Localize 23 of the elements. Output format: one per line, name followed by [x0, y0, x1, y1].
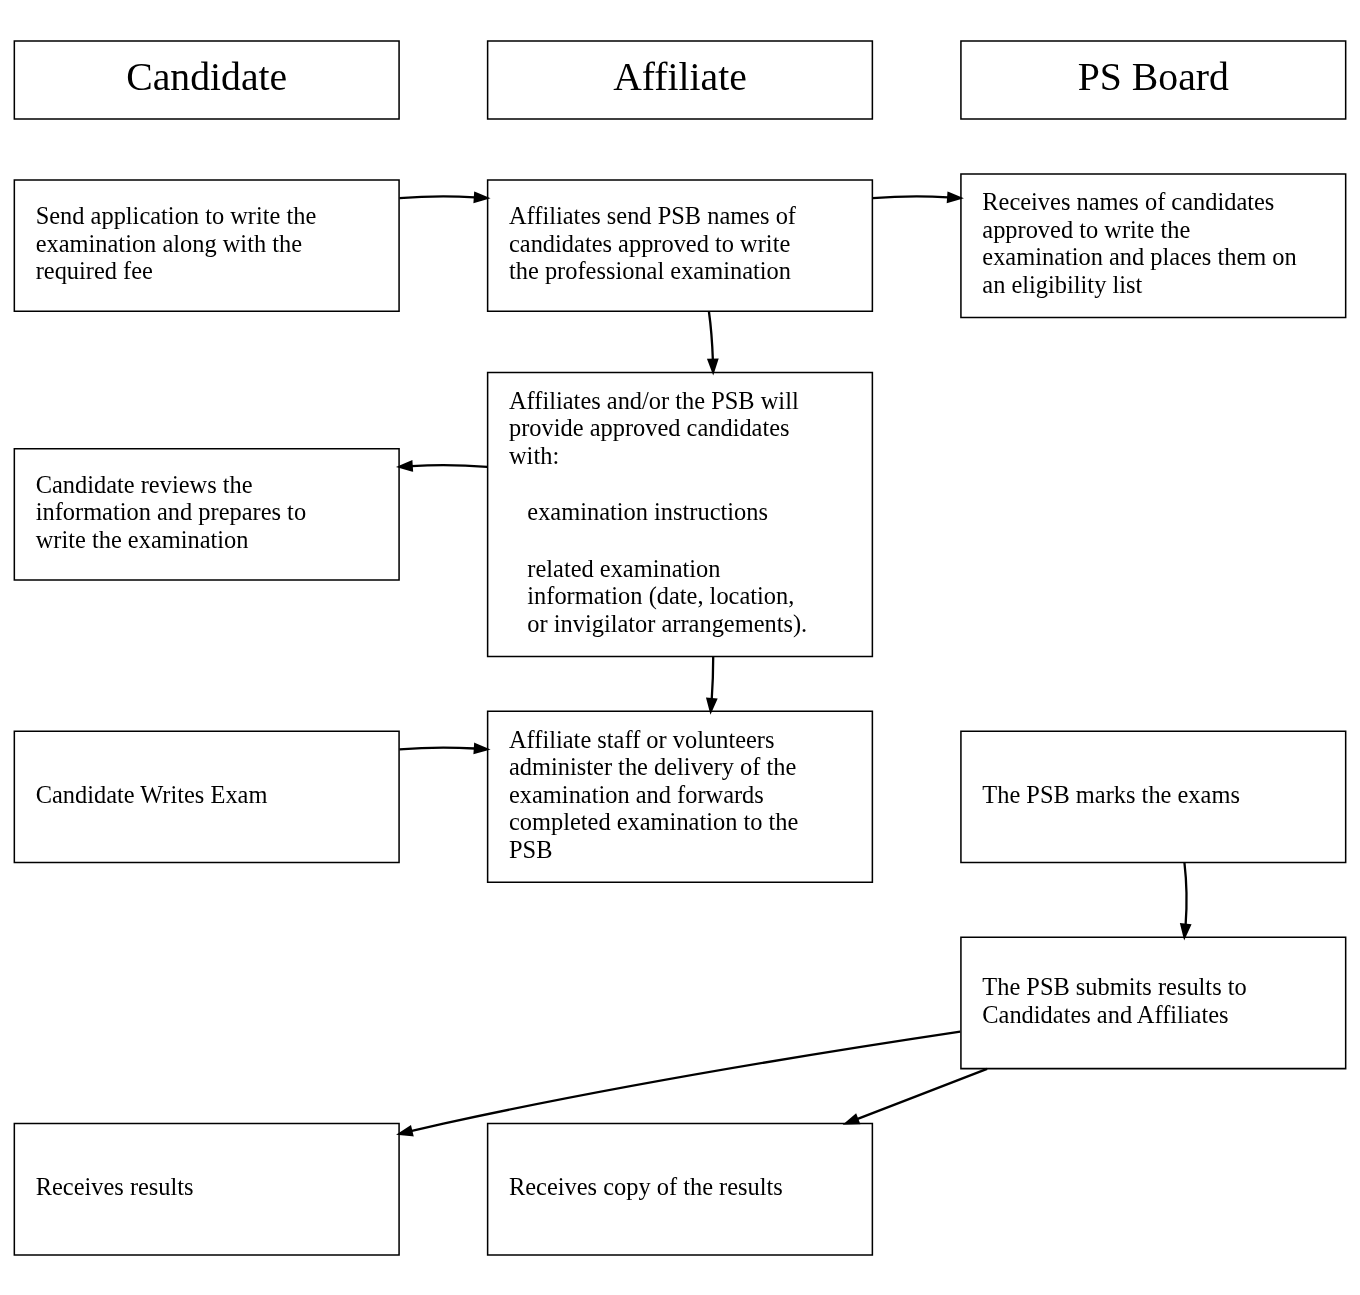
node-box: Affiliate staff or volunteers administer the delivery of the examination and forwards completed examination to the PSB: [486, 710, 874, 883]
node-box: Affiliates and/or the PSB will provide approved candidates with: examination instructions related examination information (date, location, or invigilator arrangements).: [486, 371, 874, 657]
node-box: Affiliate: [486, 39, 874, 120]
node-box: Receives names of candidates approved to write the examination and places them on an eligibility list: [960, 172, 1347, 318]
node-box: The PSB submits results to Candidates and Affiliates: [960, 936, 1347, 1069]
arrow: [1179, 862, 1192, 940]
arrow: [872, 190, 964, 203]
node-box: Affiliates send PSB names of candidates approved to write the professional examination: [486, 178, 874, 312]
arrow: [396, 1030, 961, 1136]
arrow: [399, 190, 491, 203]
arrow: [399, 742, 491, 754]
node-box: Send application to write the examination along with the required fee: [13, 178, 400, 312]
node-box: Candidate Writes Exam: [13, 729, 400, 863]
arrow: [705, 655, 718, 715]
node-box: Candidate reviews the information and prepares to write the examination: [13, 447, 400, 581]
node-box: PS Board: [960, 39, 1347, 120]
node-box: Receives results: [13, 1122, 400, 1256]
arrow: [706, 310, 719, 375]
node-box: The PSB marks the exams: [960, 729, 1347, 863]
arrow: [395, 459, 488, 472]
arrow: [842, 1067, 988, 1125]
node-box: Candidate: [13, 39, 400, 120]
node-box: Receives copy of the results: [486, 1122, 874, 1256]
